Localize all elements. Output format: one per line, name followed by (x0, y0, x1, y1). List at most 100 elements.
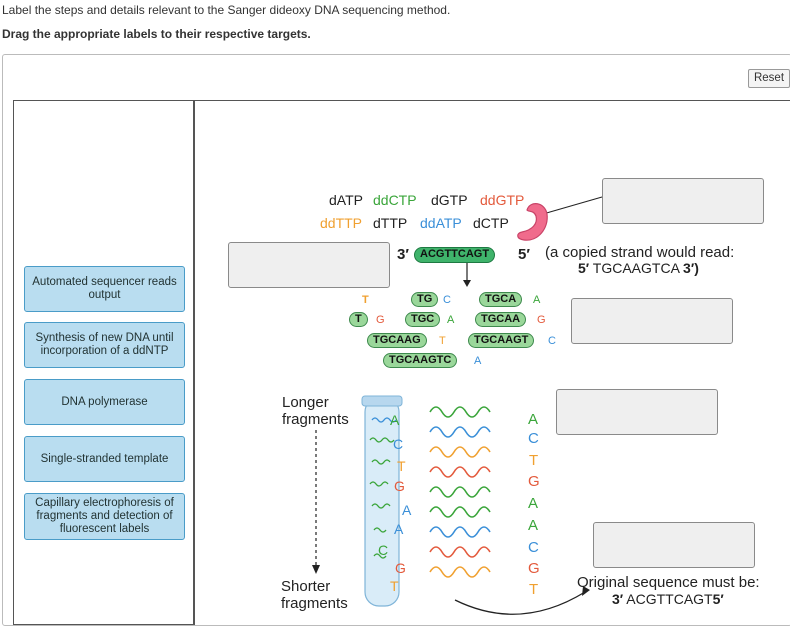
reset-button[interactable]: Reset (748, 69, 790, 88)
tube-letter: A (394, 521, 404, 537)
fragment-end: C (443, 294, 451, 306)
tube-letter: A (390, 412, 400, 428)
fragment-end: T (362, 294, 369, 306)
peak-a (429, 406, 491, 418)
drop-target-template[interactable] (228, 242, 390, 288)
read-letter: A (528, 517, 539, 534)
read-letter: T (529, 581, 539, 598)
drop-target-polymerase[interactable] (602, 178, 764, 224)
tube-fragment (373, 527, 387, 533)
nucleotide-dgtp: dGTP (431, 192, 468, 208)
original-seq: ACGTTCAGT (626, 591, 713, 607)
nucleotide-datp: dATP (329, 192, 363, 208)
tube-fragment (371, 417, 397, 423)
fragment-pill: T (349, 312, 368, 327)
fragment-end: G (376, 314, 385, 326)
fragment-end: T (439, 335, 446, 347)
fragment-pill: TG (411, 292, 439, 307)
drop-target-electrophoresis[interactable] (556, 389, 718, 435)
tube-rim (361, 395, 403, 407)
label-dna-polymerase[interactable]: DNA polymerase (24, 379, 185, 425)
longer-line1: Longer (282, 394, 329, 411)
fragment-pill: TGC (405, 312, 441, 327)
label-text: Automated sequencer reads output (32, 276, 177, 301)
template-strand: ACGTTCAGT (414, 247, 496, 263)
tube-fragment (369, 481, 389, 487)
peak-t (429, 566, 491, 578)
tube-letter: T (397, 458, 406, 474)
copied-strand-note: 5′ TGCAAGTCA 3′) (578, 260, 699, 277)
label-single-stranded-template[interactable]: Single-stranded template (24, 436, 185, 482)
fragment-end: A (533, 294, 541, 306)
read-letter: C (528, 539, 539, 556)
tube-letter: C (393, 436, 404, 452)
fragment-pill: TGCAAG (367, 333, 427, 348)
nucleotide-dctp: dCTP (473, 215, 509, 231)
polymerase-icon (517, 203, 548, 241)
fragment-pill: TGCAAGT (468, 333, 535, 348)
peak-c (429, 426, 491, 438)
original-5prime: 5′ (712, 591, 724, 607)
original-label: Original sequence must be: (577, 574, 760, 591)
curved-arrowhead-icon (582, 586, 590, 596)
label-synthesis-new-dna[interactable]: Synthesis of new DNA until incorporation… (24, 322, 185, 368)
read-letter: A (528, 495, 539, 512)
tube-fragment (373, 553, 387, 559)
arrowhead-icon (463, 280, 471, 287)
instruction-text: Label the steps and details relevant to … (2, 3, 451, 17)
tube-fragment (371, 459, 391, 465)
nucleotide-ddgtp: ddGTP (480, 192, 525, 208)
label-text: DNA polymerase (61, 395, 148, 408)
fragment-end: G (537, 314, 546, 326)
fragment-end: C (548, 335, 556, 347)
tube-fragment (369, 437, 395, 443)
fragment-end: A (447, 314, 455, 326)
template-5prime: 5′ (518, 246, 530, 263)
tube-letter: G (395, 560, 406, 576)
tube-letter: A (402, 502, 412, 518)
read-letter: G (528, 560, 540, 577)
tube-letter: G (394, 478, 405, 494)
peak-a (429, 506, 491, 518)
diagram-stage (194, 100, 790, 625)
fragment-end: A (474, 355, 482, 367)
capillary-tube-icon (364, 397, 400, 607)
shorter-line1: Shorter (281, 578, 331, 595)
nucleotide-ddttp: ddTTP (320, 215, 363, 231)
peak-t (429, 446, 491, 458)
note-sequence: TGCAAGTCA (592, 260, 680, 276)
note-5prime: 5′ (578, 260, 590, 276)
peak-c (429, 526, 491, 538)
original-3prime: 3′ (612, 591, 624, 607)
tube-fragment (371, 503, 391, 509)
read-letter: G (528, 473, 540, 490)
peak-guide (428, 370, 440, 470)
template-3prime: 3′ (397, 246, 409, 263)
label-text: Single-stranded template (40, 452, 169, 465)
fragment-pill: TGCA (479, 292, 523, 307)
nucleotide-dttp: dTTP (373, 215, 408, 231)
peak-a (429, 486, 491, 498)
read-letter: C (528, 430, 539, 447)
label-capillary-electrophoresis[interactable]: Capillary electrophoresis of fragments a… (24, 493, 185, 540)
fragment-pill: TGCAA (475, 312, 527, 327)
size-arrow-icon (312, 565, 320, 574)
curved-arrow (454, 591, 586, 615)
tube-letter: T (390, 578, 399, 594)
template-note: (a copied strand would read: (545, 244, 735, 261)
tube-letter: C (378, 542, 389, 558)
label-automated-sequencer[interactable]: Automated sequencer reads output (24, 266, 185, 312)
chromatogram (428, 370, 491, 578)
note-3prime: 3′) (683, 260, 699, 276)
read-letter: A (528, 411, 539, 428)
longer-line2: fragments (282, 411, 349, 428)
shorter-line2: fragments (281, 595, 348, 612)
peak-g (429, 466, 491, 478)
nucleotide-ddctp: ddCTP (373, 192, 417, 208)
drop-target-synthesis[interactable] (571, 298, 733, 344)
read-letter: T (529, 452, 539, 469)
drop-target-sequencer[interactable] (593, 522, 755, 568)
